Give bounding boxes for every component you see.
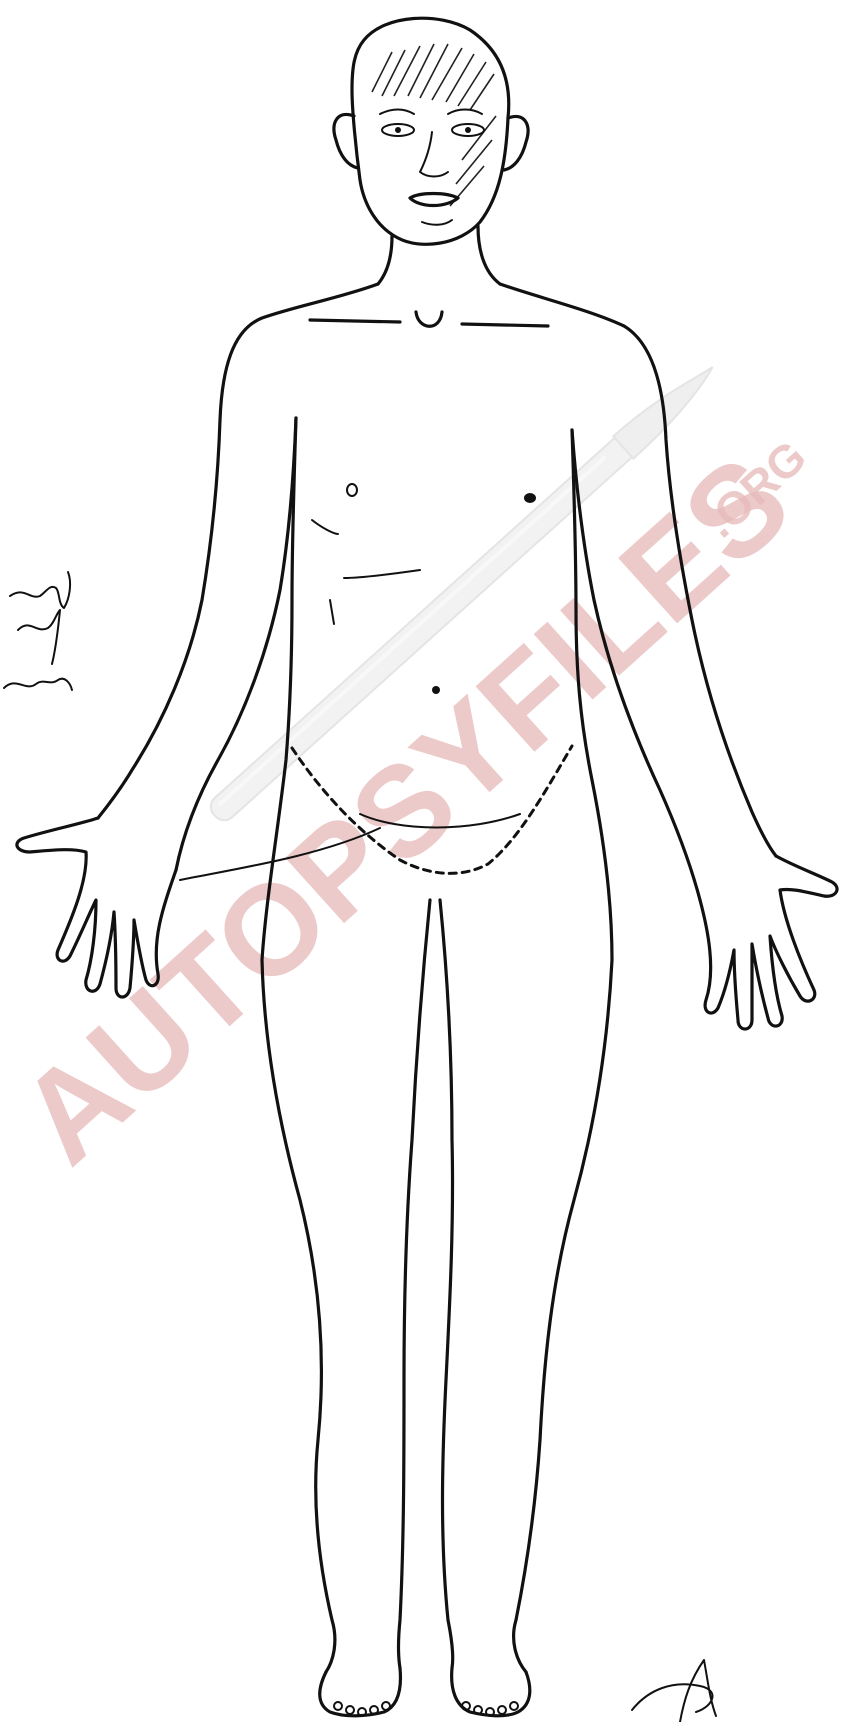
chest-mark-3 — [330, 600, 334, 624]
left-leg-outer — [262, 960, 335, 1672]
right-hand — [700, 856, 837, 1029]
face — [380, 110, 484, 225]
right-clavicle-mark — [462, 324, 548, 326]
chest-mark-2 — [344, 570, 420, 578]
handwritten-margin-note — [4, 572, 72, 690]
right-nipple — [524, 493, 536, 503]
neck-right — [478, 226, 500, 284]
right-leg-outer — [514, 960, 612, 1672]
left-clavicle-mark — [310, 320, 400, 322]
neck-left — [378, 236, 392, 284]
watermark: AUTOPSYFILES .ORG — [0, 356, 816, 1191]
handwritten-signature — [632, 1660, 716, 1722]
left-leg-inner — [399, 900, 431, 1668]
right-leg-inner — [440, 900, 453, 1668]
left-arm-outer — [98, 284, 378, 818]
navel — [432, 686, 440, 694]
suprasternal-notch — [416, 312, 442, 326]
chest-mark-1 — [312, 520, 338, 534]
left-nipple — [347, 484, 357, 496]
watermark-text: AUTOPSYFILES — [0, 429, 816, 1190]
